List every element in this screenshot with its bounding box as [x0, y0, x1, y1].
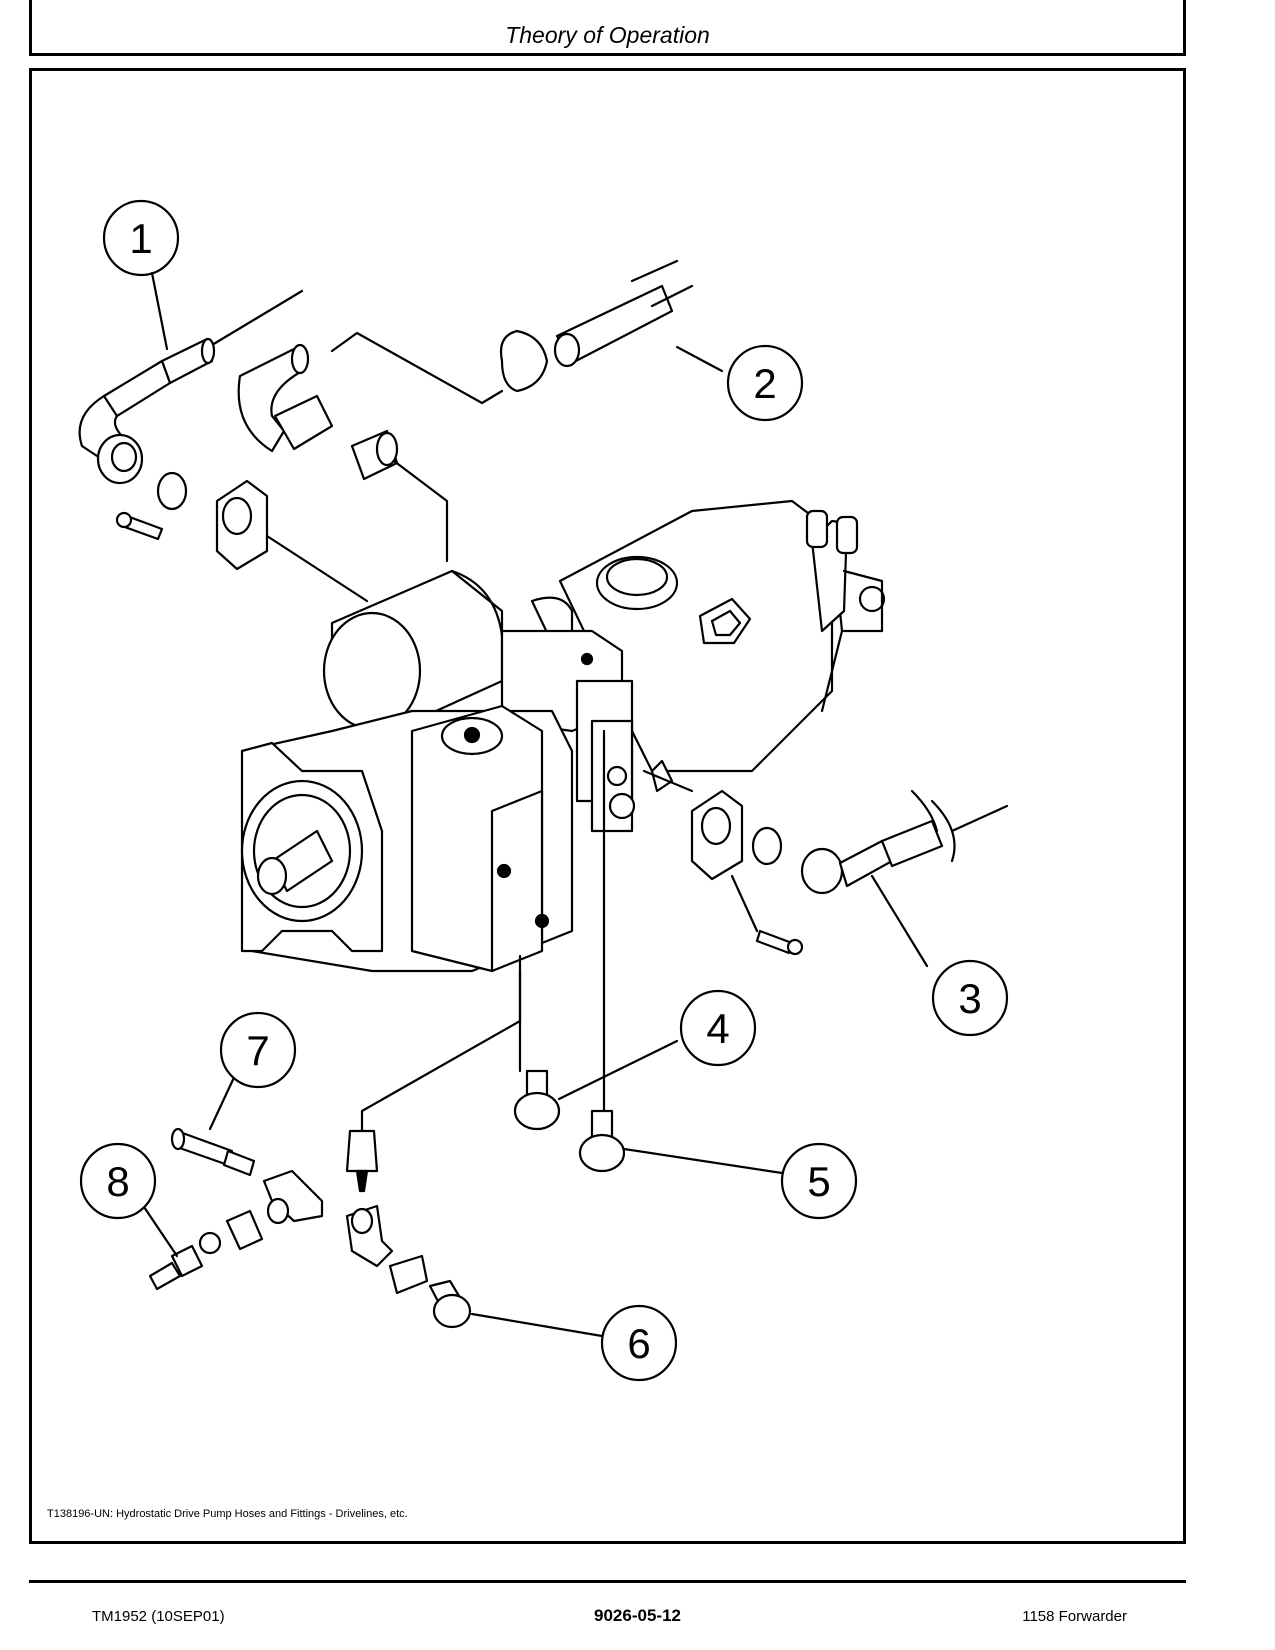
callout-6: 6: [600, 1304, 678, 1382]
callout-4: 4: [679, 989, 757, 1067]
figure-frame: 1 2 3 4 5 6 7 8 T138196-UN: H: [29, 68, 1186, 1544]
hose-fitting-3: [642, 769, 1009, 968]
callout-2: 2: [726, 344, 804, 422]
callout-7: 7: [219, 1011, 297, 1089]
hose-2: [499, 259, 724, 393]
figure-caption: T138196-UN: Hydrostatic Drive Pump Hoses…: [47, 1508, 408, 1520]
callout-8: 8: [79, 1142, 157, 1220]
page-title: Theory of Operation: [505, 22, 710, 48]
footer-product: 1158 Forwarder: [1022, 1608, 1127, 1625]
callout-label-3: 3: [958, 975, 981, 1022]
sensor-tee-assembly: [138, 969, 604, 1338]
callout-label-2: 2: [753, 360, 776, 407]
elbow-fitting: [237, 331, 504, 563]
footer-doc-id: TM1952 (10SEP01): [92, 1608, 225, 1625]
callout-label-5: 5: [807, 1158, 830, 1205]
hose-fitting-1: [78, 289, 369, 603]
callout-label-8: 8: [106, 1158, 129, 1205]
callout-label-7: 7: [246, 1027, 269, 1074]
pump-exploded-diagram: 1 2 3 4 5 6 7 8: [78, 199, 1009, 1382]
pump-assembly: [240, 499, 886, 973]
footer-divider: [29, 1580, 1186, 1583]
callout-label-1: 1: [129, 215, 152, 262]
callout-label-4: 4: [706, 1005, 729, 1052]
callout-3: 3: [931, 959, 1009, 1037]
callout-5: 5: [780, 1142, 858, 1220]
callout-label-6: 6: [627, 1320, 650, 1367]
callout-1: 1: [102, 199, 180, 351]
footer-page-number: 9026-05-12: [594, 1606, 681, 1625]
page-header: Theory of Operation: [29, 0, 1186, 56]
